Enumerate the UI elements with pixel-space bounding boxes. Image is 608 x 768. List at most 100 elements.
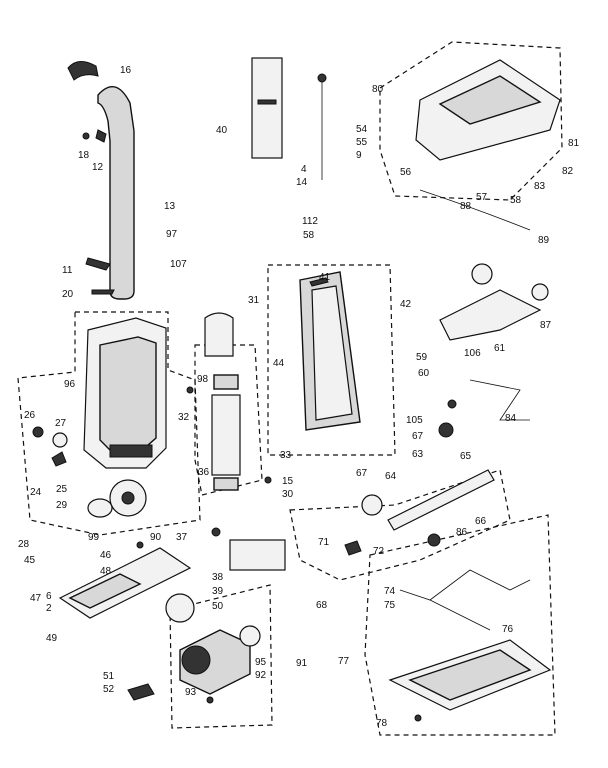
nozzle-assembly xyxy=(58,527,286,623)
part-number-99: 99 xyxy=(88,532,100,543)
hood-recess xyxy=(438,75,542,125)
fan-29 xyxy=(87,498,113,518)
screw-93 xyxy=(206,696,214,704)
part-number-95: 95 xyxy=(255,657,267,668)
filter-cap-31 xyxy=(204,312,234,357)
part-number-66: 66 xyxy=(475,516,487,527)
bearing-67 xyxy=(438,422,454,438)
part-number-47: 47 xyxy=(30,593,42,604)
gear-26 xyxy=(32,426,44,438)
brush-end-86 xyxy=(427,533,441,547)
part-number-75: 75 xyxy=(384,600,396,611)
part-number-71: 71 xyxy=(318,537,330,548)
part-number-52: 52 xyxy=(103,684,115,695)
part-number-86: 86 xyxy=(456,527,468,538)
filter-frame-98 xyxy=(213,374,239,390)
screw-78 xyxy=(414,714,422,722)
part-number-25: 25 xyxy=(56,484,68,495)
part-number-91: 91 xyxy=(296,658,308,669)
part-number-33: 33 xyxy=(280,450,292,461)
part-number-63: 63 xyxy=(412,449,424,460)
part-number-58a: 58 xyxy=(510,195,522,206)
cord-hook-11 xyxy=(85,257,111,271)
part-number-18: 18 xyxy=(78,150,90,161)
part-number-14: 14 xyxy=(296,177,308,188)
part-number-84: 84 xyxy=(505,413,517,424)
part-number-20: 20 xyxy=(62,289,74,300)
bag-housing xyxy=(299,271,361,431)
part-number-58b: 58 xyxy=(303,230,315,241)
motor-face xyxy=(181,645,211,675)
screw-32 xyxy=(186,386,194,394)
part-number-57: 57 xyxy=(476,192,488,203)
filter-frame-36 xyxy=(213,477,239,491)
part-number-98: 98 xyxy=(197,374,209,385)
part-number-42: 42 xyxy=(400,299,412,310)
part-number-96: 96 xyxy=(64,379,76,390)
base-plate-assembly xyxy=(388,569,552,722)
part-number-78: 78 xyxy=(376,718,388,729)
part-number-59: 59 xyxy=(416,352,428,363)
part-number-6: 6 xyxy=(46,591,52,602)
part-number-89: 89 xyxy=(538,235,550,246)
screw-20 xyxy=(91,289,115,295)
part-number-77: 77 xyxy=(338,656,350,667)
part-number-16: 16 xyxy=(120,65,132,76)
latch-25 xyxy=(51,451,67,467)
part-number-106: 106 xyxy=(464,348,481,359)
handle-assembly xyxy=(67,61,135,300)
upper-housing xyxy=(32,317,167,518)
part-number-81: 81 xyxy=(568,138,580,149)
base-plate-inner xyxy=(408,649,532,701)
brush-group-outline xyxy=(289,469,511,581)
motor-assembly xyxy=(127,625,261,704)
strap-40 xyxy=(251,57,283,159)
part-number-50: 50 xyxy=(212,601,224,612)
rod-84 xyxy=(469,379,530,421)
bolt-18 xyxy=(82,132,90,140)
hood-assembly xyxy=(251,57,561,231)
spring-105 xyxy=(447,399,457,409)
brush-end-67 xyxy=(361,494,383,516)
hose-end xyxy=(471,263,493,285)
wire-74 xyxy=(399,569,531,601)
part-number-28: 28 xyxy=(18,539,30,550)
screw-90 xyxy=(136,541,144,549)
part-number-54: 54 xyxy=(356,124,368,135)
part-number-112: 112 xyxy=(302,216,318,227)
axle-27 xyxy=(52,432,68,448)
part-number-48: 48 xyxy=(100,566,112,577)
handle-tube xyxy=(97,86,135,300)
part-number-11: 11 xyxy=(62,265,73,276)
part-number-68: 68 xyxy=(316,600,328,611)
part-number-13: 13 xyxy=(164,201,176,212)
bracket-59 xyxy=(439,289,542,341)
handle-grip xyxy=(67,61,99,81)
part-number-31: 31 xyxy=(248,295,260,306)
part-number-72: 72 xyxy=(373,546,385,557)
filter-column xyxy=(211,394,241,476)
part-number-9: 9 xyxy=(356,150,362,161)
part-number-39: 39 xyxy=(212,586,224,597)
part-number-87: 87 xyxy=(540,320,552,331)
fan-95 xyxy=(239,625,261,647)
bracket-51 xyxy=(127,683,155,701)
part-number-32: 32 xyxy=(178,412,190,423)
motor-group-outline xyxy=(169,584,273,729)
belt-50 xyxy=(165,593,195,623)
part-number-46: 46 xyxy=(100,550,112,561)
part-number-107: 107 xyxy=(170,259,187,270)
part-number-88: 88 xyxy=(460,201,472,212)
handle-body-outline xyxy=(17,311,201,536)
part-number-61: 61 xyxy=(494,343,506,354)
rod-tip xyxy=(317,73,327,83)
nozzle-inner xyxy=(68,573,142,609)
part-number-64: 64 xyxy=(385,471,397,482)
part-number-93: 93 xyxy=(185,687,197,698)
part-number-74: 74 xyxy=(384,586,396,597)
part-number-76: 76 xyxy=(502,624,514,635)
part-number-36: 36 xyxy=(198,467,210,478)
strap-slot xyxy=(257,99,277,105)
part-numbers: 16 18 12 13 97 107 11 20 40 4 14 54 55 9… xyxy=(18,65,580,729)
part-number-44: 44 xyxy=(273,358,285,369)
